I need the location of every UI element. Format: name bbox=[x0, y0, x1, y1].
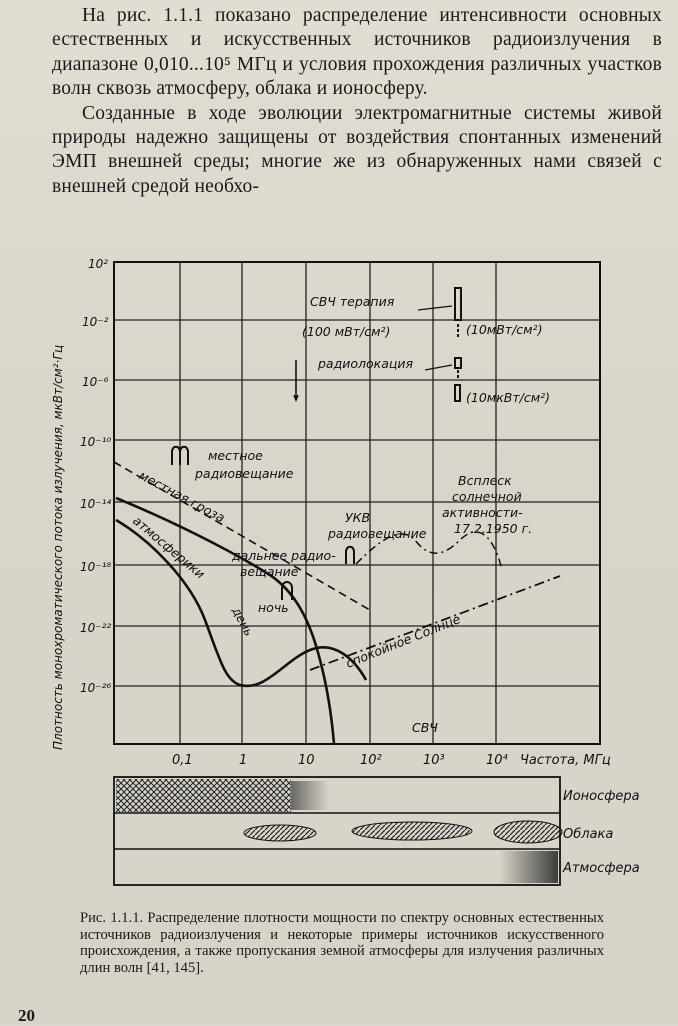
caption-text: Рис. 1.1.1. Распределение плотности мощн… bbox=[80, 910, 604, 976]
curve-atmospherics-night bbox=[115, 496, 336, 745]
svch-therapy-marker bbox=[293, 287, 462, 403]
annotation-quiet-sun: спокойное Солнце bbox=[344, 611, 463, 671]
annotation-svch-therapy: СВЧ терапия bbox=[310, 294, 395, 309]
paragraph-1: На рис. 1.1.1 показано распределение инт… bbox=[52, 5, 662, 100]
transmission-bands bbox=[113, 776, 563, 886]
annotation-night: ночь bbox=[258, 600, 289, 615]
curve-solar-burst bbox=[355, 531, 503, 571]
annotation-10uw: (10мкВт/см²) bbox=[466, 390, 550, 405]
figure-caption: Рис. 1.1.1. Распределение плотности мощн… bbox=[80, 910, 604, 976]
curve-day bbox=[115, 518, 368, 688]
annotation-solar-burst-2: солнечной bbox=[452, 489, 522, 504]
y-tick-label: 10⁻²² bbox=[80, 621, 111, 635]
annotation-far-broadcast-2: вещание bbox=[240, 564, 299, 579]
y-gridlines bbox=[114, 319, 600, 687]
page-number: 20 bbox=[18, 1006, 35, 1025]
y-tick-label: 10⁻² bbox=[82, 315, 109, 329]
band-label-clouds: Облака bbox=[563, 827, 613, 842]
x-tick-label: 10 bbox=[298, 753, 315, 768]
ukv-broadcast-marker bbox=[345, 545, 355, 564]
cloud-shape bbox=[243, 824, 317, 842]
curve-local-storm bbox=[113, 461, 371, 611]
annotation-local-broadcast-1: местное bbox=[208, 448, 263, 463]
band-label-ionosphere: Ионосфера bbox=[563, 789, 640, 804]
figure-1-1-1: 10² 10⁻² 10⁻⁶ 10⁻¹⁰ 10⁻¹⁴ 10⁻¹⁸ 10⁻²² 10… bbox=[40, 240, 640, 900]
annotation-svch-therapy-value: (100 мВт/см²) bbox=[302, 324, 390, 339]
annotation-atmospherics: атмосферики bbox=[130, 513, 208, 582]
annotation-10mw: (10мВт/см²) bbox=[466, 322, 542, 337]
annotation-far-broadcast-1: дальнее радио- bbox=[231, 548, 336, 563]
annotation-solar-burst-4: 17.2.1950 г. bbox=[454, 521, 532, 536]
ionosphere-blocked-band bbox=[116, 779, 291, 812]
atmosphere-absorption-band bbox=[500, 851, 558, 883]
far-broadcast-marker bbox=[281, 581, 293, 600]
x-tick-label: 1 bbox=[239, 753, 247, 768]
annotation-svch: СВЧ bbox=[412, 720, 438, 735]
x-tick-label: 10³ bbox=[423, 753, 445, 768]
cloud-shape bbox=[351, 821, 473, 841]
annotation-radiolocation: радиолокация bbox=[317, 356, 413, 371]
y-tick-label: 10⁻¹⁸ bbox=[80, 560, 111, 574]
annotation-ukv-1: УКВ bbox=[345, 510, 370, 525]
annotation-solar-burst-3: активности- bbox=[442, 505, 523, 520]
cloud-shape bbox=[493, 820, 563, 844]
y-tick-label: 10⁻¹⁴ bbox=[80, 497, 111, 511]
paragraph-2: Созданные в ходе эволюции электромагнитн… bbox=[52, 102, 662, 197]
x-gridlines bbox=[179, 262, 497, 744]
y-tick-label: 10⁻⁶ bbox=[82, 375, 109, 389]
annotation-solar-burst-1: Всплеск bbox=[458, 473, 512, 488]
x-axis-label: Частота, МГц bbox=[520, 753, 611, 768]
y-tick-label: 10⁻²⁶ bbox=[80, 681, 111, 695]
y-axis-label: Плотность монохроматического потока излу… bbox=[51, 345, 65, 750]
annotation-ukv-2: радиовещание bbox=[327, 526, 427, 541]
spectrum-curves bbox=[113, 461, 561, 745]
y-tick-label: 10⁻¹⁰ bbox=[80, 435, 111, 449]
x-tick-label: 10² bbox=[360, 753, 382, 768]
body-text: На рис. 1.1.1 показано распределение инт… bbox=[52, 4, 662, 199]
x-tick-label: 0,1 bbox=[172, 753, 193, 768]
curve-quiet-sun bbox=[309, 575, 561, 671]
local-broadcast-marker bbox=[171, 445, 189, 465]
x-tick-label: 10⁴ bbox=[486, 753, 509, 768]
plot-area bbox=[113, 261, 601, 745]
annotation-local-broadcast-2: радиовещание bbox=[194, 466, 294, 481]
band-label-atmosphere: Атмосфера bbox=[562, 861, 640, 876]
annotation-day: день bbox=[229, 604, 256, 638]
figure-svg: 10² 10⁻² 10⁻⁶ 10⁻¹⁰ 10⁻¹⁴ 10⁻¹⁸ 10⁻²² 10… bbox=[51, 257, 640, 886]
y-tick-label: 10² bbox=[88, 257, 108, 271]
